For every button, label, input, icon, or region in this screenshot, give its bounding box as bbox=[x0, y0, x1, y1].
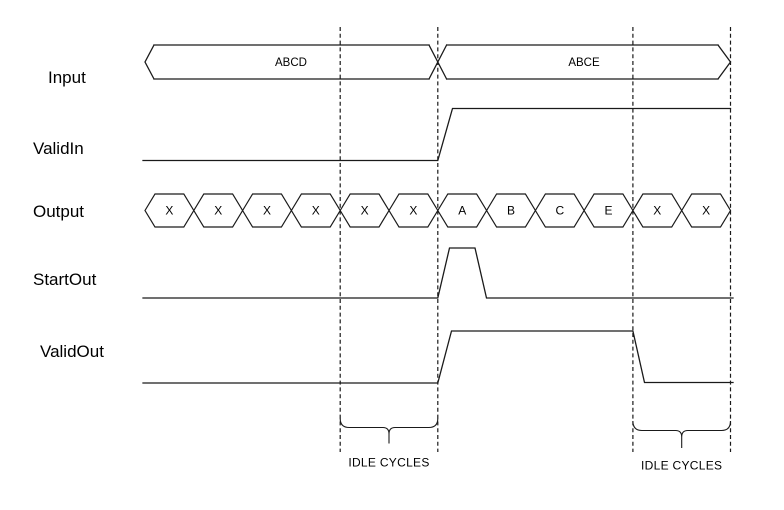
output-cell-label: X bbox=[165, 204, 173, 218]
output-cell-label: X bbox=[312, 204, 320, 218]
cycle-boundary-lines bbox=[339, 27, 732, 452]
input-bus: ABCD ABCE bbox=[144, 44, 732, 80]
output-bus: X X X X X X A B C E X X bbox=[144, 193, 732, 228]
output-cell-label: E bbox=[604, 204, 612, 218]
signal-labels: Input ValidIn Output StartOut ValidOut bbox=[33, 68, 104, 361]
validin-waveform bbox=[142, 107, 732, 162]
idle-cycles-label: IDLE CYCLES bbox=[641, 459, 722, 473]
output-cell-label: A bbox=[458, 204, 466, 218]
signal-label-validin: ValidIn bbox=[33, 139, 84, 158]
output-cell-label: C bbox=[555, 204, 564, 218]
input-bus-cell-label: ABCE bbox=[568, 57, 600, 69]
signal-label-validout: ValidOut bbox=[40, 342, 104, 361]
startout-waveform bbox=[142, 247, 734, 299]
output-cell-label: B bbox=[507, 204, 515, 218]
signal-label-output: Output bbox=[33, 202, 84, 221]
output-cell-hexagon bbox=[680, 193, 732, 228]
idle-cycles-annotation-2: IDLE CYCLES bbox=[632, 420, 732, 473]
signal-label-input: Input bbox=[48, 68, 86, 87]
idle-cycles-label: IDLE CYCLES bbox=[348, 456, 429, 470]
idle-brace bbox=[339, 418, 439, 444]
output-cell-label: X bbox=[702, 204, 710, 218]
validout-waveform bbox=[142, 330, 734, 384]
input-bus-waveform bbox=[144, 44, 732, 80]
output-cell-label: X bbox=[361, 204, 369, 218]
output-cell-label: X bbox=[409, 204, 417, 218]
output-cell-label: X bbox=[214, 204, 222, 218]
input-bus-cell-label: ABCD bbox=[275, 57, 307, 69]
idle-cycles-annotation-1: IDLE CYCLES bbox=[339, 418, 439, 470]
output-cell-label: X bbox=[263, 204, 271, 218]
signal-label-startout: StartOut bbox=[33, 270, 97, 289]
idle-brace bbox=[632, 420, 732, 448]
output-cell-label: X bbox=[653, 204, 661, 218]
